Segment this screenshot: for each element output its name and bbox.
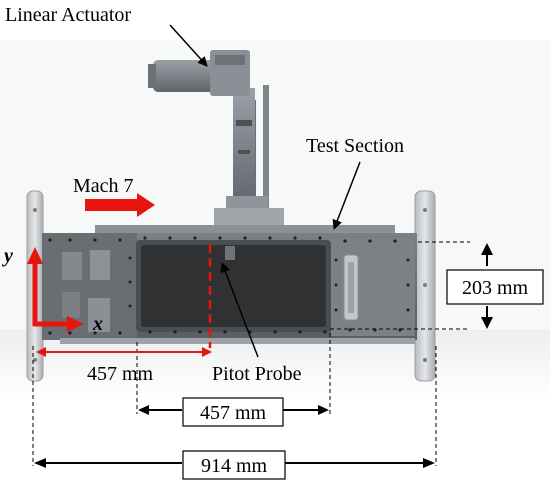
label-axis-x: x	[92, 313, 103, 335]
fitting-1	[62, 252, 82, 280]
label-dim-914: 914 mm	[201, 455, 268, 477]
axis-x-arrowhead	[67, 316, 84, 332]
fitting-4	[88, 298, 110, 332]
label-axis-y: y	[2, 245, 13, 267]
label-dim-457-mid: 457 mm	[200, 402, 267, 424]
dim-203-box	[446, 269, 544, 305]
bottom-lip	[60, 338, 415, 344]
leader-linear-actuator	[169, 24, 208, 67]
label-linear-actuator: Linear Actuator	[5, 4, 131, 26]
fitting-2	[90, 250, 110, 280]
leader-pitot-probe	[220, 262, 259, 358]
dim-457-left	[36, 347, 212, 357]
bolt-row-top	[48, 236, 397, 243]
bolt-row-bottom	[48, 328, 402, 335]
dim-914	[34, 458, 435, 468]
handle-grip	[348, 262, 354, 313]
label-test-section: Test Section	[306, 135, 404, 157]
window-glass	[141, 245, 326, 327]
actuator-base	[226, 196, 268, 208]
top-plate	[95, 225, 395, 235]
dim-914-box	[182, 450, 286, 480]
axis-y-arrowhead	[27, 247, 43, 264]
actuator-mount-plate	[214, 208, 284, 226]
bolt-columns	[128, 256, 410, 312]
actuator-slot	[236, 120, 252, 126]
label-dim-457-left: 457 mm	[87, 363, 154, 385]
actuator-rail	[263, 85, 269, 220]
actuator-motor	[153, 60, 215, 92]
actuator-motor-cap	[148, 64, 156, 88]
actuator-gearbox-top	[215, 55, 245, 65]
actuator-column	[233, 88, 255, 208]
linear-actuator-assembly	[148, 50, 284, 226]
dim-457-mid	[138, 405, 329, 415]
flange-right	[414, 190, 436, 382]
label-mach: Mach 7	[73, 175, 134, 197]
reference-lines	[32, 241, 470, 466]
actuator-slot-2	[238, 150, 250, 154]
flow-arrow	[85, 193, 155, 217]
test-section-body	[42, 225, 417, 344]
label-pitot-probe: Pitot Probe	[212, 363, 302, 385]
label-dim-203: 203 mm	[462, 277, 529, 299]
pitot-probe-body	[225, 246, 235, 260]
leader-test-section	[332, 161, 361, 230]
dim-457-mid-box	[182, 397, 284, 427]
coordinate-axes	[27, 247, 84, 332]
dim-203	[481, 243, 493, 329]
fitting-3	[62, 292, 80, 318]
